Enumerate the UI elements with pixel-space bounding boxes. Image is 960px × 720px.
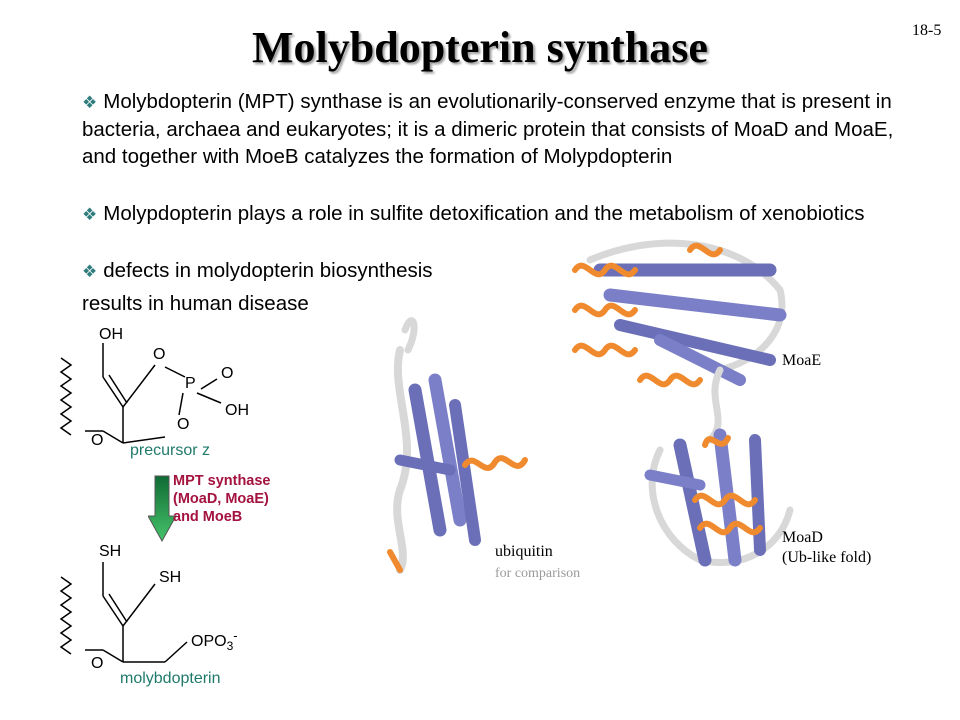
diamond-bullet-icon: ❖ [82, 205, 98, 224]
moad-name: MoaD [782, 529, 823, 546]
reaction-subunits: (MoaD, MoaE) [173, 491, 269, 507]
phosphorus: P [185, 375, 196, 392]
bullet-3: ❖ defects in molydopterin biosynthesis [82, 257, 502, 285]
bullet-3-continuation: results in human disease [82, 292, 309, 315]
reaction-arrow-icon [148, 475, 177, 543]
reaction-enzyme: MPT synthase [173, 473, 271, 489]
thiol-right: SH [159, 569, 181, 586]
molybdopterin-structure: SH SH OPO3- O [59, 543, 238, 672]
phosphate-group: OPO3- [191, 628, 238, 653]
protein-structure-illustration [387, 239, 794, 574]
slide-title: Molybdopterin synthase [252, 23, 708, 72]
thiol-top: SH [99, 543, 121, 560]
hydroxyl-right: OH [225, 402, 249, 419]
moad-label: MoaD (Ub-like fold) [782, 528, 871, 568]
ubiquitin-label: ubiquitin [495, 543, 553, 560]
pyran-oxygen: O [91, 655, 103, 672]
pyran-oxygen: O [91, 432, 103, 449]
bullet-1-text: Molybdopterin (MPT) synthase is an evolu… [82, 90, 894, 168]
ring-oxygen: O [153, 346, 165, 363]
moae-label: MoaE [782, 352, 822, 369]
reaction-label: MPT synthase (MoaD, MoaE) and MoeB [173, 472, 271, 526]
moad-ribbon [644, 428, 794, 567]
molybdopterin-label: molybdopterin [120, 670, 221, 687]
precursor-z-label: precursor z [130, 442, 211, 459]
attachment-zigzag [59, 576, 73, 655]
bullet-1: ❖Molybdopterin (MPT) synthase is an evol… [82, 88, 912, 170]
slide-number: 18-5 [912, 22, 942, 39]
ester-oxygen: O [177, 416, 189, 433]
moae-ribbon [572, 239, 787, 444]
moad-fold-note: (Ub-like fold) [782, 549, 872, 566]
diamond-bullet-icon: ❖ [82, 262, 98, 281]
bullet-3-text: defects in molydopterin biosynthesis [103, 259, 433, 282]
phosphoryl-oxygen: O [221, 365, 233, 382]
hydroxyl-top: OH [99, 326, 123, 343]
diamond-bullet-icon: ❖ [82, 93, 98, 112]
reaction-cofactor: and MoeB [173, 509, 243, 525]
bullet-2-text: Molypdopterin plays a role in sulfite de… [103, 202, 865, 225]
comparison-note: for comparison [495, 566, 581, 581]
ubiquitin-ribbon [387, 317, 528, 574]
attachment-zigzag [59, 357, 73, 436]
precursor-z-structure: OH O P O OH O O [59, 326, 249, 449]
bullet-2: ❖ Molypdopterin plays a role in sulfite d… [82, 200, 912, 228]
